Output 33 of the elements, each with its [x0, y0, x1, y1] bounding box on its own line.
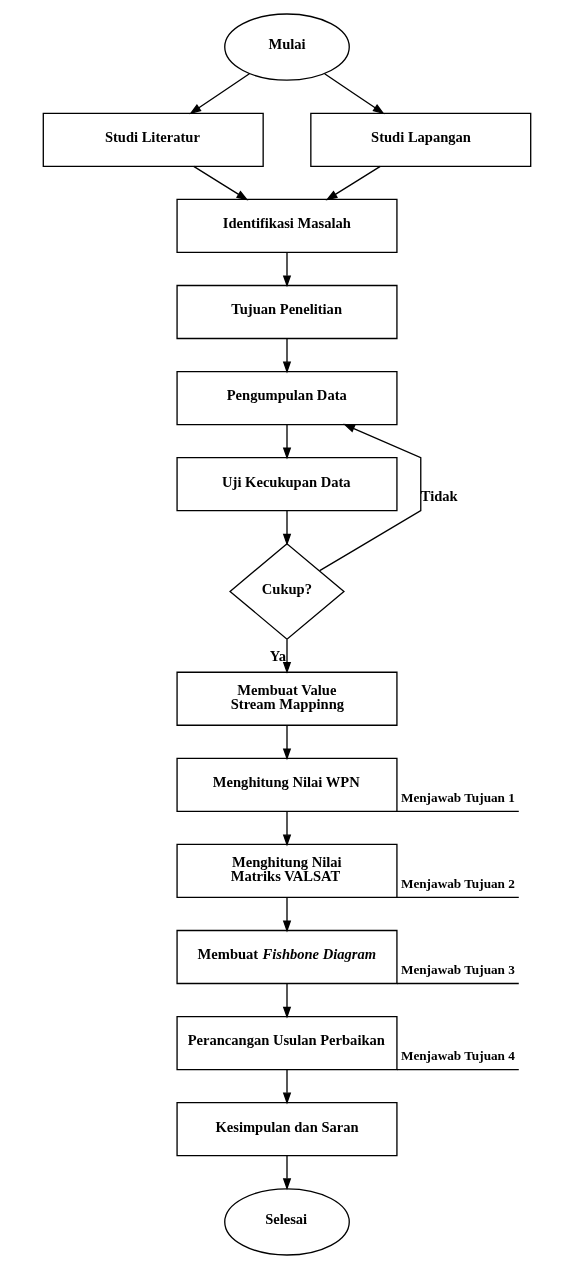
node-box: Identifikasi Masalah: [175, 198, 398, 254]
arrow: [192, 165, 248, 201]
arrow: [282, 510, 291, 546]
node-diamond: Cukup?: [228, 542, 345, 640]
arrow: [323, 73, 385, 115]
node-ellipse: Mulai: [223, 13, 350, 81]
node-box: Uji Kecukupan Data: [175, 457, 398, 512]
arrow: [282, 896, 291, 933]
arrow: [282, 1155, 291, 1191]
node-label: Menjawab Tujuan 3: [400, 962, 515, 978]
node-label: Menjawab Tujuan 4: [400, 1048, 515, 1064]
node-box: Pengumpulan Data: [175, 370, 398, 426]
node-box: Studi Literatur: [42, 112, 264, 167]
node-box: Membuat Value Stream Mappinng: [175, 671, 398, 726]
arrow: [318, 423, 421, 572]
arrow: [282, 724, 291, 761]
node-box: Tujuan Penelitian: [175, 284, 398, 340]
node-box: Kesimpulan dan Saran: [175, 1102, 398, 1157]
arrow: [325, 165, 381, 201]
arrow: [282, 424, 291, 460]
arrow: [282, 982, 291, 1019]
arrow: [282, 1068, 291, 1105]
arrow: [282, 810, 291, 847]
arrow: [282, 338, 291, 374]
arrow: [282, 252, 291, 288]
node-ellipse: Selesai: [223, 1188, 350, 1256]
edge-label: Tidak: [420, 487, 458, 504]
node-label: Menjawab Tujuan 1: [400, 790, 515, 806]
arrow: [188, 73, 250, 115]
node-box: Studi Lapangan: [309, 112, 531, 167]
arrow: [282, 638, 291, 674]
node-label: Menjawab Tujuan 2: [400, 876, 515, 892]
edge-label: Ya: [269, 648, 286, 665]
